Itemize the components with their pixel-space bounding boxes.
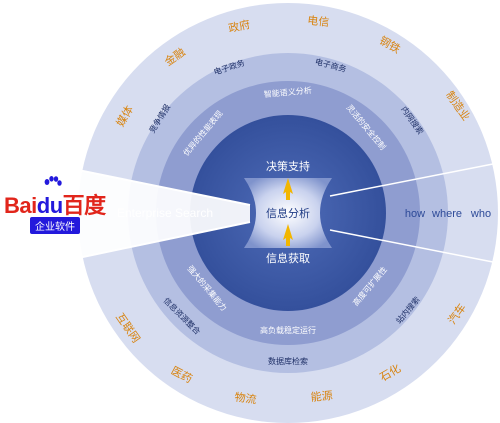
inner-label-stability: 高负载稳定运行 [260,325,316,335]
arrow-up-bottom [283,224,293,246]
right-label-where: where [431,208,462,220]
enterprise-search-label: Enterprise Search [117,206,213,220]
baidu-wordmark: Baidu百度 [4,188,106,220]
right-divider-bottom [329,229,499,264]
left-wedge-edge [77,169,251,259]
right-label-who: who [470,208,491,220]
inner-label-semantic: 智能语义分析 [263,85,312,99]
center-label-middle: 信息分析 [266,206,310,220]
wordmark-du: du [36,193,63,218]
baidu-logo: Baidu百度 企业软件 [4,176,116,240]
wordmark-chinese: 百度 [62,193,107,218]
industry-logistics: 物流 [234,390,258,407]
middle-label-database: 数据库检索 [268,356,308,366]
paw-icon [44,176,62,186]
industry-government: 政府 [227,17,251,35]
enterprise-software-badge: 企业软件 [30,217,80,234]
hourglass-shape [244,178,332,248]
center-label-bottom: 信息获取 [266,251,310,265]
industry-telecom: 电信 [307,14,330,29]
center-label-top: 决策支持 [266,159,310,173]
wordmark-bai: Bai [4,193,37,218]
right-divider-top [329,162,499,197]
industry-energy: 能源 [310,388,333,404]
arrow-up-top [283,178,293,200]
left-wedge [78,170,250,258]
right-label-how: how [405,208,425,220]
